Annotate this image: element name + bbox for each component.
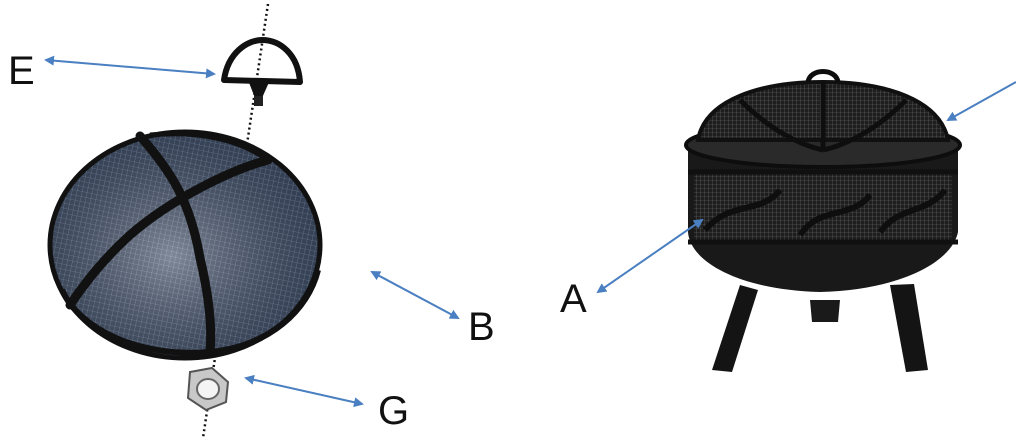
label-a: A [560,277,587,321]
arrow-lid-right [946,81,1016,121]
arrow-g [244,374,364,408]
d-ring-handle-icon [221,37,303,106]
fire-pit-bowl-with-legs-icon [684,69,962,372]
arrow-e [44,55,216,79]
arrow-a [596,218,704,294]
mesh-dome-lid-icon [47,129,323,361]
label-b: B [468,305,495,349]
arrow-b [370,271,460,319]
hex-nut-icon [186,366,230,412]
assembly-axis-line [201,3,270,439]
label-e: E [8,49,35,93]
label-g: G [378,389,409,433]
